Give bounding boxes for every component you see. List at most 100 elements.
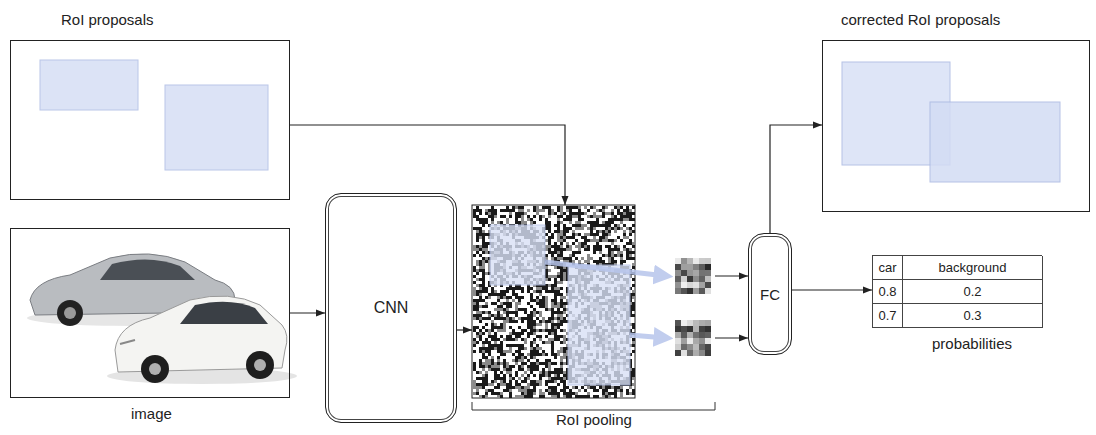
panel-box: RoI pooling	[472, 205, 715, 398]
car-body	[115, 296, 287, 372]
patch-pixel	[705, 350, 711, 356]
pool-arrow	[545, 262, 666, 276]
patch-pixel	[687, 332, 693, 338]
patch-pixel	[681, 270, 687, 276]
patch-pixel	[705, 282, 711, 288]
panel-box: image	[10, 228, 290, 398]
patch-pixel	[687, 288, 693, 294]
car-window	[100, 259, 195, 280]
patch-pixel	[699, 338, 705, 344]
patch-pixel	[681, 276, 687, 282]
patch-pixel	[681, 288, 687, 294]
patch-pixel	[699, 320, 705, 326]
car-window	[180, 302, 268, 324]
patch-pixel	[687, 344, 693, 350]
flow-arrow	[715, 337, 748, 338]
patch-pixel	[687, 270, 693, 276]
patch-pixel	[705, 258, 711, 264]
heading-label: image	[131, 405, 172, 422]
layer-box: CNN	[325, 193, 457, 423]
patch-pixel	[699, 332, 705, 338]
patch-pixel	[705, 326, 711, 332]
patch-pixel	[705, 270, 711, 276]
panel-box: corrected RoI proposals	[822, 40, 1090, 212]
table-cell: 0.7	[873, 304, 903, 328]
feature-map	[472, 205, 635, 398]
car-hub	[149, 363, 161, 375]
patch-pixel	[693, 276, 699, 282]
heading-label: RoI proposals	[61, 11, 154, 28]
roi-rect	[40, 60, 138, 110]
patch-pixel	[675, 344, 681, 350]
bracket	[472, 402, 715, 410]
patch-pixel	[705, 320, 711, 326]
patch-pixel	[699, 264, 705, 270]
flow-arrow	[290, 312, 325, 313]
patch-pixel	[693, 350, 699, 356]
patch-pixel	[681, 332, 687, 338]
car-headlight	[120, 340, 135, 344]
patch-pixel	[675, 338, 681, 344]
pooled-patches	[675, 258, 711, 356]
patch-pixel	[675, 258, 681, 264]
patch-pixel	[681, 338, 687, 344]
patch-pixel	[699, 276, 705, 282]
heading-label: RoI pooling	[556, 411, 632, 428]
patch-pixel	[699, 344, 705, 350]
flow-arrow	[715, 275, 748, 276]
layer-box: FC	[748, 233, 792, 355]
probability-table: carbackground0.80.20.70.3probabilities	[872, 255, 1042, 328]
patch-pixel	[681, 282, 687, 288]
patch-pixel	[693, 282, 699, 288]
patch-pixel	[675, 332, 681, 338]
patch-pixel	[687, 326, 693, 332]
table-cell: 0.8	[873, 280, 903, 304]
patch-pixel	[699, 288, 705, 294]
roi-overlay	[490, 225, 545, 285]
patch-pixel	[687, 350, 693, 356]
car-hub	[254, 359, 266, 371]
patch-pixel	[693, 270, 699, 276]
patch-pixel	[687, 258, 693, 264]
patch-pixel	[675, 276, 681, 282]
patch-pixel	[681, 264, 687, 270]
patch-pixel	[687, 276, 693, 282]
layer-label: FC	[760, 286, 780, 303]
patch-pixel	[675, 320, 681, 326]
patch-pixel	[681, 344, 687, 350]
table-caption: probabilities	[932, 335, 1012, 352]
patch-pixel	[693, 258, 699, 264]
patch-pixel	[699, 258, 705, 264]
table-cell: background	[903, 256, 1043, 280]
patch-pixel	[675, 288, 681, 294]
patch-pixel	[675, 350, 681, 356]
patch-pixel	[705, 338, 711, 344]
patch-pixel	[705, 288, 711, 294]
patch-pixel	[681, 326, 687, 332]
flow-arrow	[770, 125, 822, 233]
patch-pixel	[675, 264, 681, 270]
patch-pixel	[693, 264, 699, 270]
flow-arrow	[792, 289, 872, 290]
patch-pixel	[675, 270, 681, 276]
patch-pixel	[693, 332, 699, 338]
table-cell: 0.3	[903, 304, 1043, 328]
car-hub	[64, 307, 76, 319]
patch-pixel	[675, 326, 681, 332]
patch-pixel	[687, 338, 693, 344]
noise-black	[473, 206, 635, 398]
patch-pixel	[699, 350, 705, 356]
patch-pixel	[705, 332, 711, 338]
patch-pixel	[681, 320, 687, 326]
patch-pixel	[693, 326, 699, 332]
car-wheel	[141, 355, 169, 383]
patch-pixel	[687, 320, 693, 326]
patch-pixel	[681, 350, 687, 356]
patch-pixel	[699, 270, 705, 276]
patch-pixel	[693, 344, 699, 350]
table-cell: car	[873, 256, 903, 280]
patch-pixel	[699, 326, 705, 332]
